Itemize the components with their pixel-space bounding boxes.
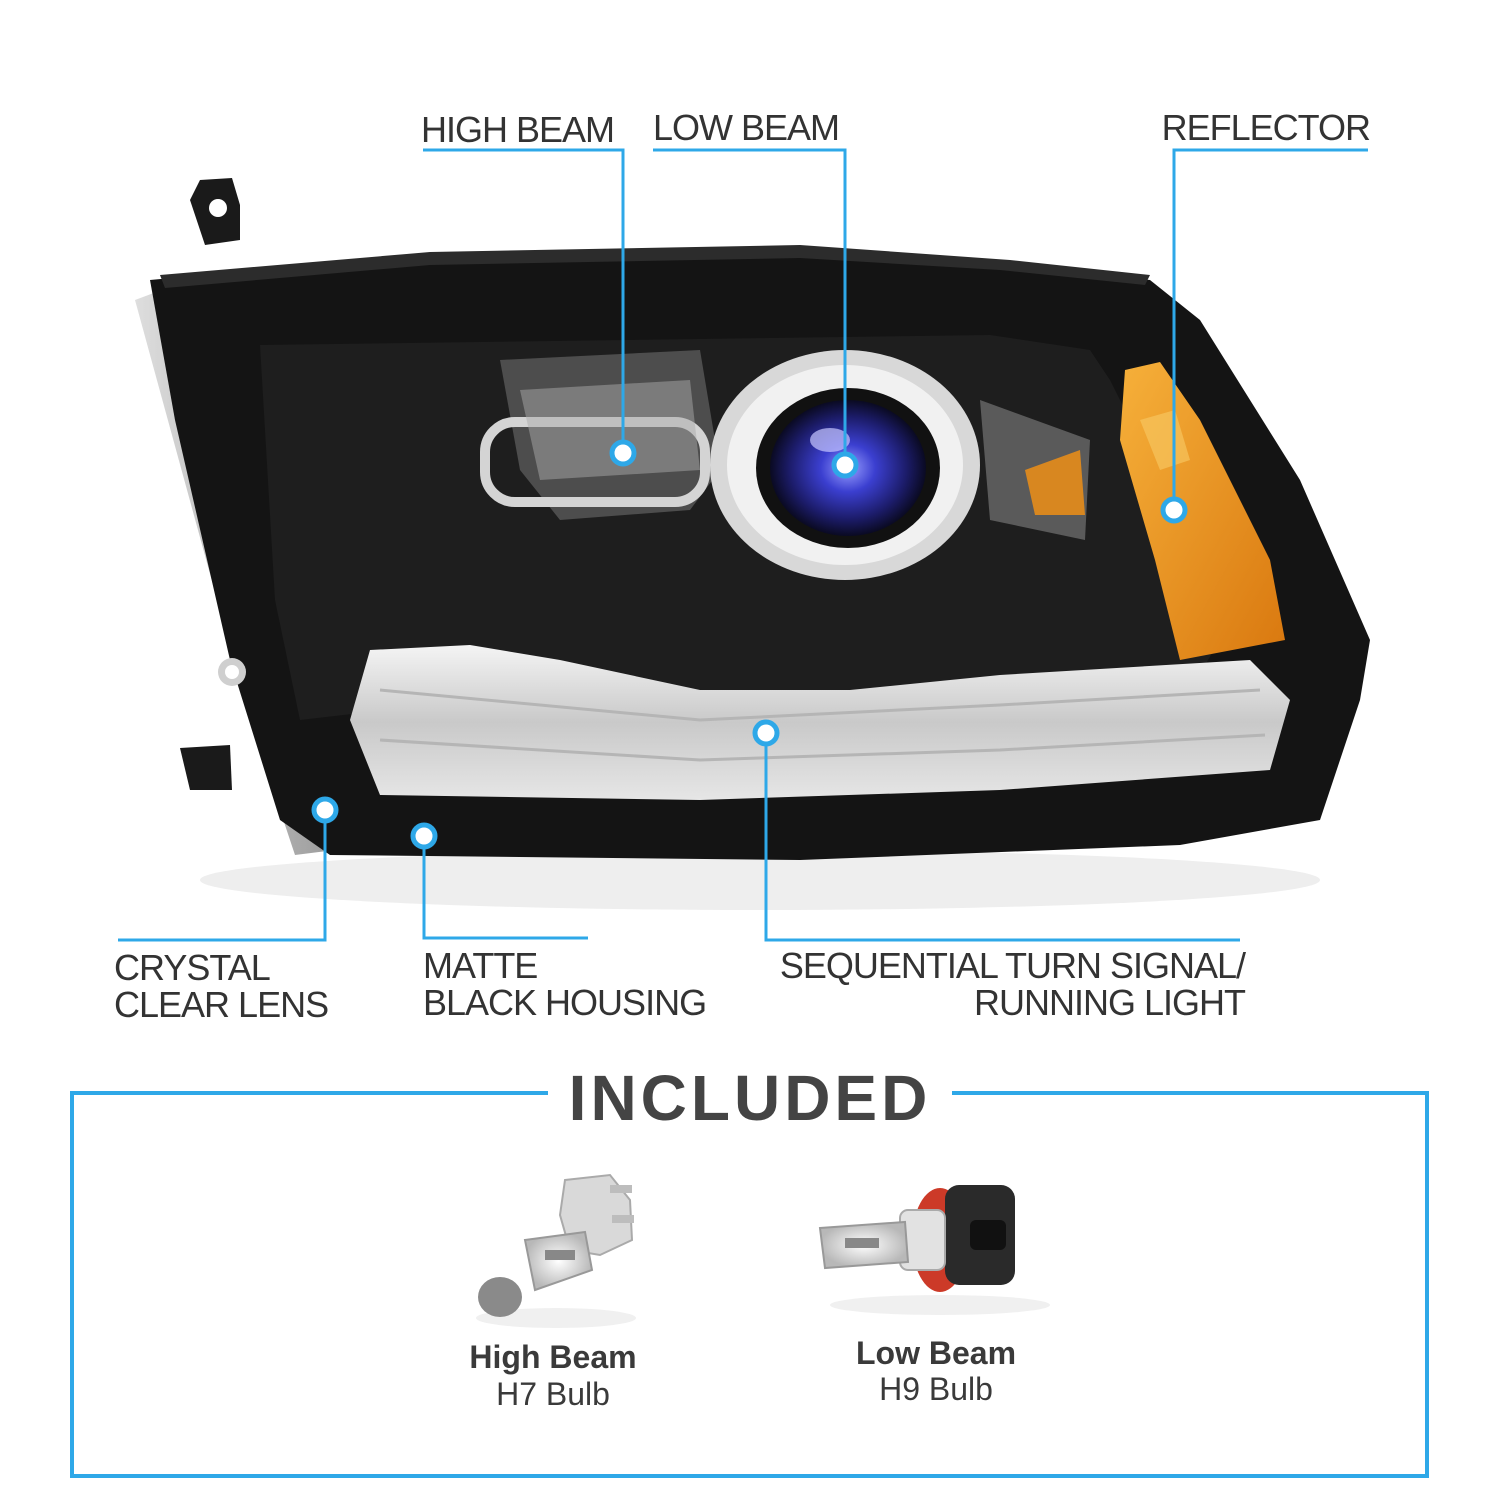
label-reflector: REFLECTOR — [1161, 107, 1371, 148]
bulb-type-low-beam: H9 Bulb — [879, 1371, 993, 1407]
callout-dot-housing — [410, 822, 438, 850]
callout-dot-turn-signal — [752, 719, 780, 747]
callout-dots — [311, 439, 1188, 850]
callout-line-low-beam — [653, 148, 847, 465]
bulb-type-high-beam: H7 Bulb — [496, 1376, 610, 1412]
callout-lines — [118, 148, 1368, 942]
label-high-beam: HIGH BEAM — [421, 109, 615, 150]
label-turn-signal-line2: RUNNING LIGHT — [973, 982, 1246, 1023]
label-housing-line1: MATTE — [423, 945, 538, 986]
callout-dot-high-beam — [609, 439, 637, 467]
h7-bulb-image — [476, 1173, 636, 1328]
bulb-name-low-beam: Low Beam — [855, 1335, 1017, 1371]
drl-light-bar — [350, 645, 1290, 800]
callout-line-turn-signal — [764, 733, 1240, 942]
callout-dot-reflector — [1160, 496, 1188, 524]
headlight-shadow — [200, 850, 1320, 910]
callout-line-housing — [422, 836, 588, 940]
callout-line-high-beam — [423, 148, 625, 453]
callout-dot-low-beam — [831, 451, 859, 479]
label-low-beam: LOW BEAM — [653, 107, 840, 148]
callout-line-crystal-lens — [118, 810, 327, 942]
high-beam-module — [480, 350, 720, 520]
label-housing-line2: BLACK HOUSING — [423, 982, 707, 1023]
callout-line-reflector — [1172, 148, 1368, 510]
label-turn-signal-line1: SEQUENTIAL TURN SIGNAL/ — [779, 945, 1246, 986]
bulb-name-high-beam: High Beam — [469, 1339, 637, 1375]
included-frame — [70, 1091, 1429, 1478]
h9-bulb-image — [818, 1185, 1050, 1315]
included-title: INCLUDED — [548, 1062, 952, 1134]
label-crystal-lens-line2: CLEAR LENS — [114, 984, 329, 1025]
label-crystal-lens-line1: CRYSTAL — [114, 947, 271, 988]
callout-dot-crystal-lens — [311, 796, 339, 824]
